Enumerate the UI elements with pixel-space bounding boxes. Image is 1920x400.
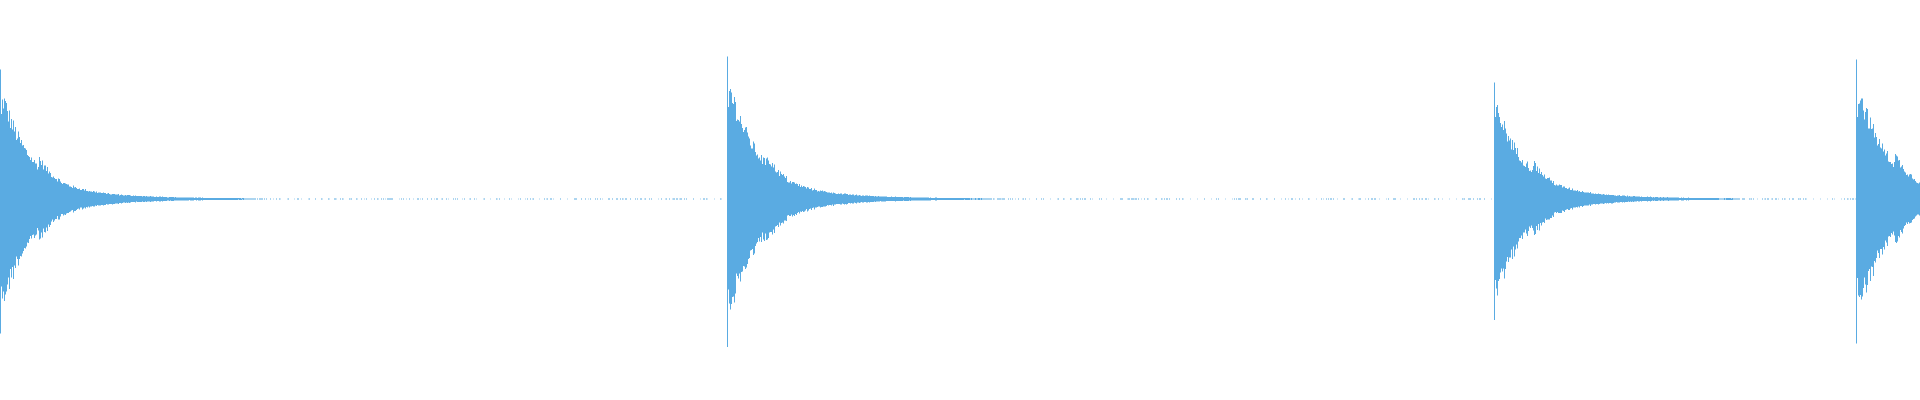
waveform-hit-envelope bbox=[1494, 82, 1854, 320]
waveform-hit bbox=[0, 69, 721, 334]
waveform-hit-envelope bbox=[0, 69, 721, 334]
waveform-hit bbox=[1856, 59, 1920, 344]
waveform-hit-envelope bbox=[727, 56, 1485, 347]
waveform-hit bbox=[1494, 82, 1854, 320]
waveform-hit-envelope bbox=[1856, 59, 1920, 344]
waveform-hit bbox=[727, 56, 1485, 347]
waveform-layer bbox=[0, 56, 1920, 347]
